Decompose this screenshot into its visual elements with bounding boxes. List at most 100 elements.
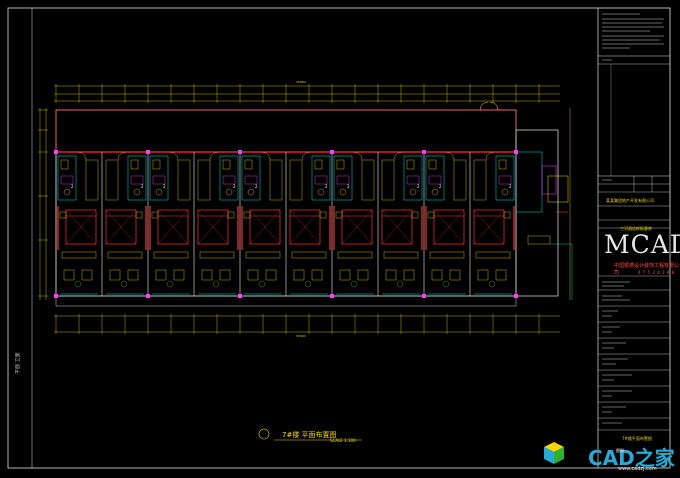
shower-drain — [247, 188, 255, 196]
room-unit[interactable] — [101, 151, 147, 296]
bed-cross — [105, 209, 137, 245]
wardrobe — [269, 159, 283, 201]
room-unit[interactable] — [377, 151, 423, 296]
desk — [153, 251, 189, 259]
room-number-label: 2 — [255, 184, 258, 189]
column — [330, 150, 334, 154]
desk — [291, 251, 327, 259]
room-unit[interactable] — [285, 151, 331, 296]
bathroom — [333, 155, 353, 201]
door-swing — [261, 151, 271, 161]
side-table — [350, 280, 358, 288]
room-unit[interactable] — [55, 151, 99, 296]
armchair — [63, 269, 75, 281]
armchair — [265, 269, 277, 281]
toilet — [152, 159, 161, 170]
client-name: 某某集团地产开发有限公司 — [606, 198, 654, 203]
armchair — [81, 269, 93, 281]
bed — [341, 209, 373, 245]
desk — [199, 251, 235, 259]
vanity — [406, 175, 420, 185]
armchair — [293, 269, 305, 281]
bed-cross — [197, 209, 229, 245]
door-swing — [353, 151, 363, 161]
toilet — [314, 159, 323, 170]
bed — [197, 209, 229, 245]
bed-cross — [157, 209, 189, 245]
column — [54, 150, 58, 154]
bed — [381, 209, 413, 245]
shower-drain — [155, 188, 163, 196]
room-unit[interactable] — [147, 151, 191, 296]
nightstand — [243, 211, 251, 219]
shower-drain — [431, 188, 439, 196]
side-table — [212, 280, 220, 288]
wardrobe — [381, 159, 395, 201]
stair-core[interactable] — [515, 129, 573, 300]
vanity — [314, 175, 328, 185]
bed-cross — [289, 209, 321, 245]
desk — [245, 251, 281, 259]
shower-drain — [501, 188, 509, 196]
column — [514, 150, 518, 154]
armchair — [155, 269, 167, 281]
nightstand — [319, 211, 327, 219]
room-unit[interactable] — [239, 151, 283, 296]
drawing-caption: 7#楼 平面布置图 — [282, 431, 337, 439]
top-dimension-ticks — [55, 84, 540, 103]
armchair — [385, 269, 397, 281]
armchair — [247, 269, 259, 281]
room-unit[interactable] — [423, 151, 467, 296]
armchair — [201, 269, 213, 281]
nightstand — [411, 211, 419, 219]
bed — [289, 209, 321, 245]
bed — [249, 209, 281, 245]
bed — [105, 209, 137, 245]
watermark-url: www.cadzj.com — [618, 466, 657, 472]
wardrobe — [453, 159, 467, 201]
floor-plan[interactable] — [38, 84, 573, 334]
company-name: 中国顺德设计装饰工程有限公司 — [614, 263, 680, 276]
company-logo: MCAD — [604, 230, 680, 259]
room-unit[interactable] — [193, 151, 239, 296]
desk — [337, 251, 373, 259]
corridor-band — [55, 109, 517, 153]
door-swing — [209, 151, 219, 161]
side-table — [304, 280, 312, 288]
shower-drain — [63, 188, 71, 196]
side-table — [74, 280, 82, 288]
armchair — [127, 269, 139, 281]
armchair — [477, 269, 489, 281]
wardrobe — [361, 159, 375, 201]
desk — [429, 251, 465, 259]
stamp-label: 图例 — [616, 448, 624, 453]
bed — [473, 209, 505, 245]
room-number-label: 2 — [325, 184, 328, 189]
room-number-label: 2 — [439, 184, 442, 189]
wardrobe — [177, 159, 191, 201]
bed-cross — [65, 209, 97, 245]
room-units[interactable] — [55, 151, 517, 296]
armchair — [495, 269, 507, 281]
door-swing — [485, 151, 495, 161]
entrance-door[interactable] — [479, 101, 499, 111]
door-swing — [393, 151, 403, 161]
vanity — [498, 175, 512, 185]
toilet — [428, 159, 437, 170]
watermark: CAD之家 www.cadzj.com — [560, 440, 680, 478]
drawing-frame — [7, 7, 671, 469]
column — [238, 150, 242, 154]
shower-drain — [339, 188, 347, 196]
room-unit[interactable] — [469, 151, 515, 296]
balcony-strip — [55, 295, 517, 307]
bed — [433, 209, 465, 245]
bathroom — [311, 155, 331, 201]
bed-cross — [433, 209, 465, 245]
armchair — [449, 269, 461, 281]
room-unit[interactable] — [331, 151, 375, 296]
door-swing — [117, 151, 127, 161]
column — [54, 294, 58, 298]
company-phone: 4 7 5 3 0 1 8 6 — [638, 270, 675, 275]
room-number-label: 2 — [347, 184, 350, 189]
